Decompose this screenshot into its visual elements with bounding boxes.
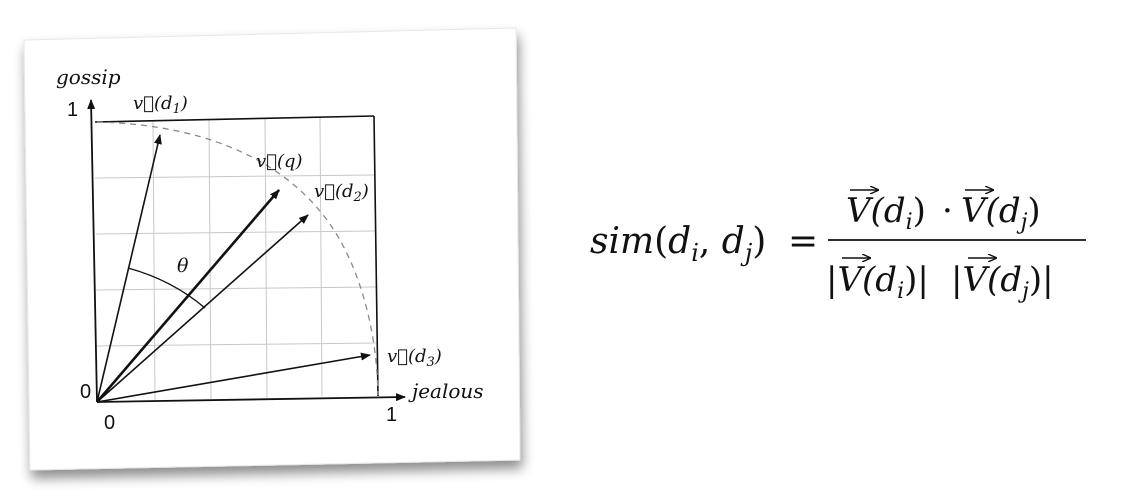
svg-text:V(di): V(di) [846,191,926,235]
svg-text:V(dj): V(dj) [961,191,1041,235]
photo-card-frame [23,27,521,471]
vector-d1-label: v⃗(d1) [133,93,188,117]
formula-denominator: |V(di)| |V(dj)| [826,258,1054,304]
formula-numerator: V(di) · V(dj) [846,190,1041,235]
vector-d2 [96,214,309,403]
vector-space-figure: gossip 1 0 0 1 jealous θ v⃗(d1) v⃗(q) v⃗… [0,0,560,498]
unit-circle-arc [96,121,379,396]
vector-diagram-svg: gossip 1 0 0 1 jealous θ v⃗(d1) v⃗(q) v⃗… [23,27,521,471]
vector-d3 [96,352,371,403]
equals-sign: = [788,221,818,262]
y-tick-top: 1 [67,99,78,121]
theta-arc [127,267,206,309]
svg-text:·: · [942,191,953,231]
formula-svg: sim(di, dj) = V(di) · V(dj) [590,0,1086,304]
svg-text:|V(dj)|: |V(dj)| [951,260,1054,304]
y-axis [87,99,98,403]
x-axis [96,393,406,403]
y-tick-origin: 0 [80,381,91,403]
vector-d2-label: v⃗(d2) [314,181,369,205]
grid-lines [94,116,378,401]
y-axis-label: gossip [56,65,121,89]
axes [87,99,406,403]
vector-d3-label: v⃗(d3) [387,346,442,370]
vector-q [96,189,280,403]
svg-text:|V(di)|: |V(di)| [826,260,929,304]
x-axis-label: jealous [408,379,484,403]
theta-label: θ [177,255,189,277]
formula-lhs: sim(di, dj) [590,221,766,267]
x-tick-right: 1 [386,404,397,426]
x-tick-origin: 0 [104,412,115,434]
cosine-similarity-formula: sim(di, dj) = V(di) · V(dj) [560,0,1144,498]
vector-q-label: v⃗(q) [256,151,303,172]
unit-square [94,115,379,397]
